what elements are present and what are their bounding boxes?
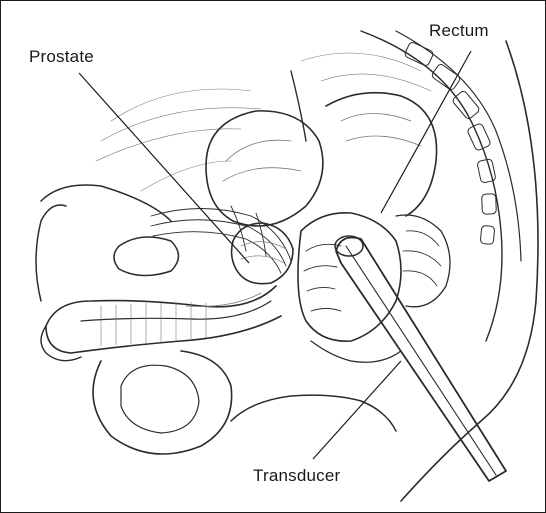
prostate-label: Prostate bbox=[29, 47, 94, 67]
rectum-lower bbox=[298, 213, 450, 341]
transducer-leader-line bbox=[313, 361, 401, 459]
prostate-leader-line bbox=[79, 73, 249, 263]
sacrum-spine bbox=[361, 31, 521, 341]
leg-outline bbox=[36, 205, 66, 301]
bladder bbox=[206, 71, 323, 226]
background-hatching bbox=[96, 53, 431, 191]
pelvic-floor-muscles bbox=[151, 206, 291, 273]
lower-body-outline bbox=[231, 395, 396, 431]
buttock-outline bbox=[401, 41, 538, 501]
rectum-leader-line bbox=[381, 51, 471, 213]
penis bbox=[41, 286, 281, 361]
anus-region bbox=[311, 341, 401, 362]
rectum-upper bbox=[326, 93, 437, 216]
pubic-bone bbox=[114, 237, 179, 276]
transducer-label: Transducer bbox=[253, 466, 340, 486]
rectum-label: Rectum bbox=[429, 21, 489, 41]
scrotum bbox=[93, 351, 232, 454]
